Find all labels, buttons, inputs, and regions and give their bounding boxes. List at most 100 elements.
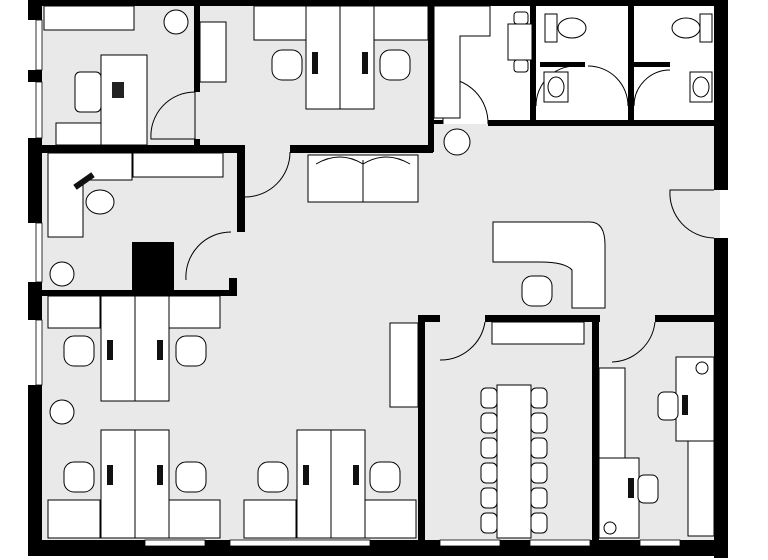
chair-icon bbox=[530, 387, 548, 409]
exterior-walls bbox=[28, 0, 728, 558]
reception-desk bbox=[492, 221, 606, 309]
door-swing-icon[interactable] bbox=[669, 189, 715, 239]
door-swing-icon[interactable] bbox=[633, 69, 671, 107]
chair-icon bbox=[530, 437, 548, 459]
window bbox=[529, 539, 591, 547]
cabinet bbox=[389, 322, 419, 408]
cabinet bbox=[167, 295, 221, 329]
door-swing-icon[interactable] bbox=[185, 231, 232, 281]
desk bbox=[134, 295, 170, 402]
chair-icon bbox=[257, 461, 289, 493]
chair-icon bbox=[530, 487, 548, 509]
workstations-bottom-middle bbox=[243, 322, 419, 539]
toilet-icon bbox=[699, 13, 713, 43]
cabinet bbox=[253, 5, 307, 41]
chair-icon bbox=[637, 474, 659, 504]
chair-icon bbox=[63, 461, 95, 493]
cabinet bbox=[47, 499, 101, 539]
cabinet bbox=[598, 367, 626, 459]
door-swing-icon[interactable] bbox=[439, 321, 486, 361]
restrooms bbox=[543, 13, 713, 103]
toilet-icon bbox=[671, 17, 701, 39]
conference-room bbox=[480, 321, 585, 539]
plant-icon bbox=[603, 521, 617, 535]
desk bbox=[100, 54, 148, 146]
door-swing-icon[interactable] bbox=[150, 91, 196, 140]
laptop bbox=[112, 82, 124, 98]
window bbox=[35, 19, 43, 71]
door-swing-icon[interactable] bbox=[611, 321, 656, 363]
chair-icon bbox=[480, 387, 498, 409]
desk bbox=[339, 5, 375, 110]
table bbox=[507, 23, 533, 61]
window bbox=[35, 222, 43, 283]
office-top-middle bbox=[253, 5, 429, 110]
door-swing-icon[interactable] bbox=[244, 151, 291, 198]
chair-icon bbox=[513, 59, 529, 73]
counter bbox=[433, 5, 491, 119]
office-top-left bbox=[43, 5, 227, 146]
chair-icon bbox=[480, 487, 498, 509]
chair-icon bbox=[513, 11, 529, 25]
interior-walls bbox=[30, 0, 718, 545]
office-left bbox=[47, 152, 224, 238]
chair-icon bbox=[530, 462, 548, 484]
cabinet bbox=[373, 5, 429, 41]
plant-icon bbox=[49, 261, 75, 287]
cabinet bbox=[491, 321, 585, 345]
plant-icon bbox=[443, 128, 471, 156]
cabinet bbox=[167, 499, 221, 539]
chair-icon bbox=[521, 275, 553, 307]
desk bbox=[296, 429, 332, 539]
plant-icon bbox=[695, 361, 709, 375]
toilet-icon bbox=[544, 13, 558, 43]
plant-icon bbox=[163, 9, 189, 35]
window bbox=[229, 539, 371, 547]
cabinet bbox=[132, 152, 224, 178]
chair-icon bbox=[175, 335, 207, 367]
chair-icon bbox=[530, 412, 548, 434]
cabinet bbox=[243, 499, 297, 539]
cabinet bbox=[363, 499, 417, 539]
door-swing-icon[interactable] bbox=[587, 65, 629, 107]
chair-icon bbox=[369, 461, 401, 493]
cabinet bbox=[47, 295, 101, 329]
window bbox=[35, 319, 43, 386]
plants bbox=[49, 9, 471, 425]
desk bbox=[100, 295, 136, 402]
desk bbox=[330, 429, 366, 539]
window bbox=[144, 539, 206, 547]
chair-icon bbox=[480, 412, 498, 434]
side-table bbox=[55, 122, 102, 146]
chair-icon bbox=[657, 391, 679, 421]
office-right bbox=[598, 356, 715, 539]
chair-icon bbox=[85, 189, 115, 215]
window bbox=[35, 81, 43, 139]
window bbox=[439, 539, 501, 547]
chair-icon bbox=[480, 437, 498, 459]
desk bbox=[305, 5, 341, 110]
window bbox=[639, 539, 681, 547]
chair-icon bbox=[175, 461, 207, 493]
doors[interactable] bbox=[150, 65, 715, 363]
chair-icon bbox=[480, 512, 498, 534]
chair-icon bbox=[480, 462, 498, 484]
conference-table bbox=[496, 384, 532, 539]
chair-icon bbox=[63, 335, 95, 367]
workstations-left bbox=[47, 295, 221, 539]
reception bbox=[492, 221, 606, 309]
sofa-icon bbox=[307, 154, 419, 203]
chair-icon bbox=[530, 512, 548, 534]
chair-icon bbox=[271, 49, 303, 81]
plant-icon bbox=[49, 399, 75, 425]
desk bbox=[134, 429, 170, 539]
chair-icon bbox=[74, 71, 102, 113]
desk bbox=[100, 429, 136, 539]
chair-icon bbox=[379, 49, 411, 81]
kitchen bbox=[433, 5, 533, 119]
cabinet bbox=[687, 440, 715, 537]
cabinet bbox=[43, 5, 135, 31]
toilet-icon bbox=[557, 17, 587, 39]
cabinet bbox=[199, 21, 227, 83]
